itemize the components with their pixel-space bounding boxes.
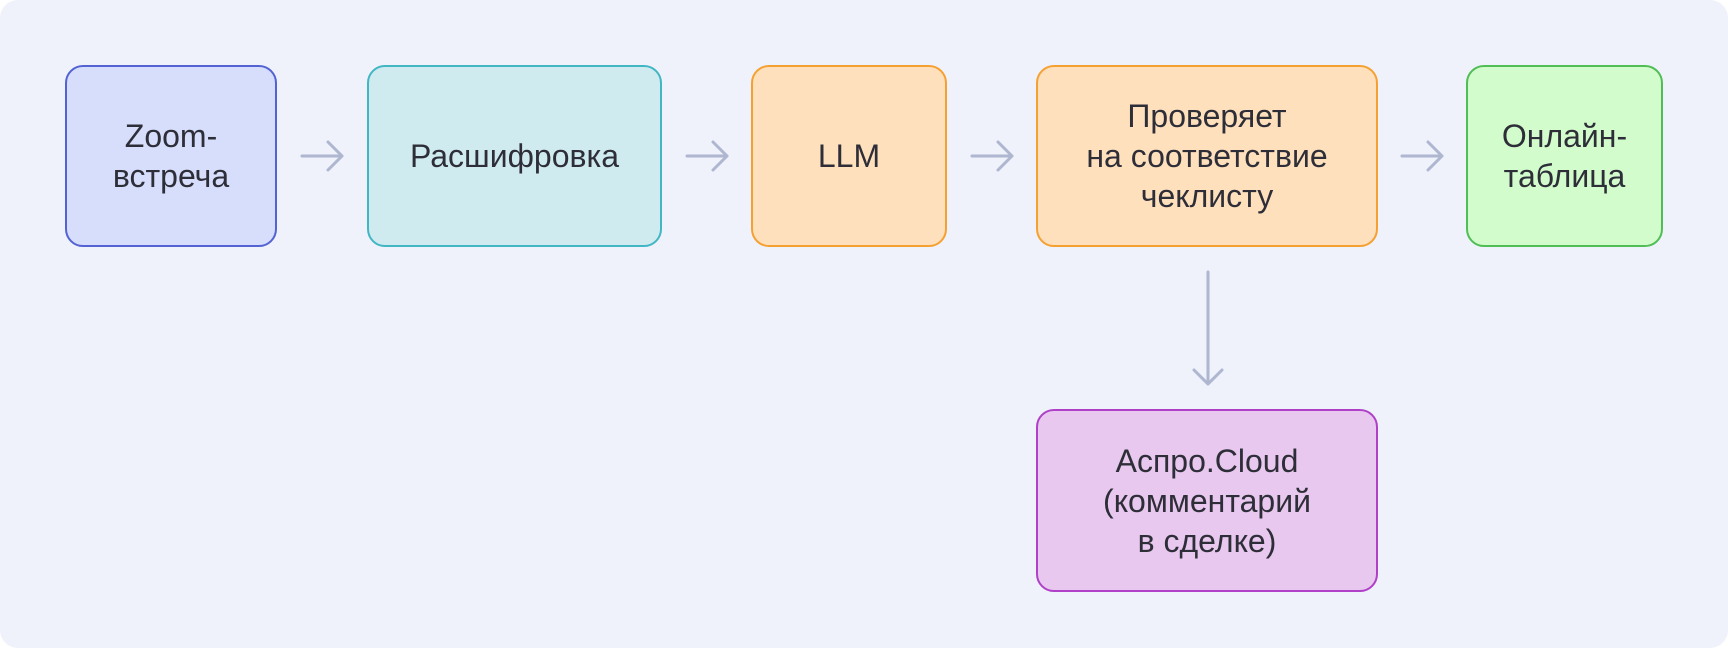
node-transcript-label: Расшифровка [409, 138, 620, 174]
node-zoom-meeting-label: Zoom- встреча [112, 118, 230, 194]
arrow-transcript-to-llm [685, 140, 729, 172]
node-zoom-meeting: Zoom- встреча [65, 65, 277, 247]
arrow-check-to-sheet [1400, 140, 1444, 172]
node-llm: LLM [751, 65, 947, 247]
arrow-check-to-crm [1192, 270, 1224, 386]
node-online-sheet-label: Онлайн- таблица [1501, 118, 1628, 194]
node-checklist-check-label: Проверяет на соответствие чеклисту [1086, 98, 1328, 214]
node-checklist-check: Проверяет на соответствие чеклисту [1036, 65, 1378, 247]
arrow-llm-to-check [970, 140, 1014, 172]
node-crm-comment-label: Аспро.Cloud (комментарий в сделке) [1103, 442, 1311, 559]
arrow-zoom-to-transcript [300, 140, 344, 172]
node-transcript: Расшифровка [367, 65, 662, 247]
node-online-sheet: Онлайн- таблица [1466, 65, 1663, 247]
node-crm-comment: Аспро.Cloud (комментарий в сделке) [1036, 409, 1378, 592]
node-llm-label: LLM [817, 138, 881, 174]
